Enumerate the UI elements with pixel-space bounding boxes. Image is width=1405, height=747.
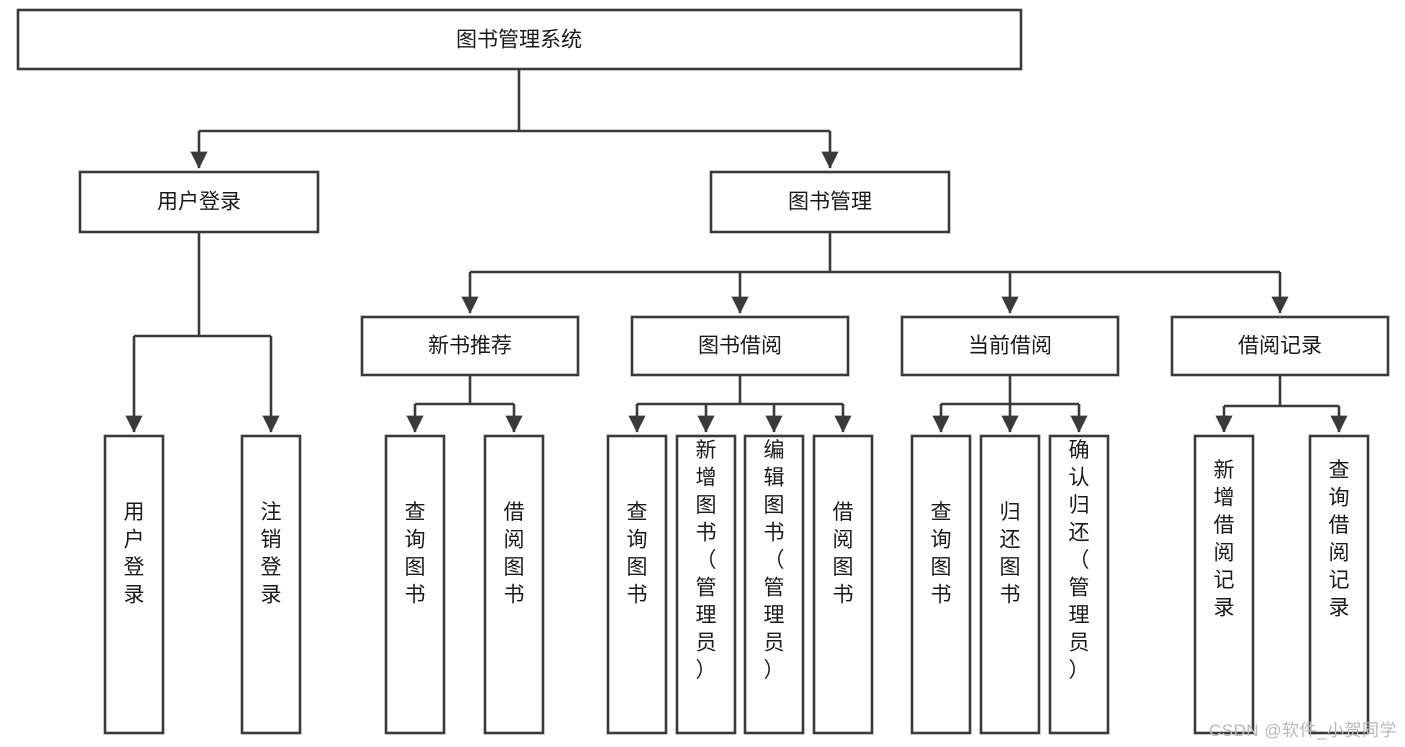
leaf-current-confirm-return[interactable]: 确认归还（管理员） bbox=[1048, 434, 1110, 735]
node-new-book-recommend[interactable]: 新书推荐 bbox=[360, 315, 580, 377]
leaf-current-query[interactable]: 查询图书 bbox=[910, 434, 972, 735]
leaf-borrow-query-label: 查询图书 bbox=[627, 501, 648, 607]
node-book-management[interactable]: 图书管理 bbox=[709, 170, 951, 234]
leaf-new-book-query[interactable]: 查询图书 bbox=[384, 434, 446, 735]
node-user-login-label: 用户登录 bbox=[157, 191, 241, 214]
node-new-book-recommend-label: 新书推荐 bbox=[428, 335, 512, 358]
leaf-borrow-query[interactable]: 查询图书 bbox=[606, 434, 668, 735]
leaf-records-add[interactable]: 新增借阅记录 bbox=[1193, 434, 1255, 735]
leaf-borrow-add-book[interactable]: 新增图书（管理员） bbox=[675, 434, 737, 735]
leaf-user-login-login[interactable]: 用户登录 bbox=[103, 434, 165, 735]
node-borrow-records[interactable]: 借阅记录 bbox=[1170, 315, 1390, 377]
edges-layer bbox=[125, 69, 1348, 433]
leaf-user-login-login-label: 用户登录 bbox=[124, 501, 145, 607]
node-book-borrow[interactable]: 图书借阅 bbox=[630, 315, 850, 377]
leaf-borrow-borrow-book[interactable]: 借阅图书 bbox=[812, 434, 874, 735]
node-root-system-label: 图书管理系统 bbox=[456, 29, 582, 52]
leaf-records-add-label: 新增借阅记录 bbox=[1214, 459, 1235, 620]
leaf-borrow-edit-book[interactable]: 编辑图书（管理员） bbox=[743, 434, 805, 735]
leaf-current-return-label: 归还图书 bbox=[1000, 501, 1021, 607]
node-current-borrow[interactable]: 当前借阅 bbox=[900, 315, 1120, 377]
leaf-new-book-borrow[interactable]: 借阅图书 bbox=[483, 434, 545, 735]
leaf-records-query-label: 查询借阅记录 bbox=[1329, 459, 1350, 620]
leaf-new-book-borrow-label: 借阅图书 bbox=[504, 501, 525, 607]
leaf-borrow-add-book-label: 新增图书（管理员） bbox=[696, 439, 717, 682]
node-book-borrow-label: 图书借阅 bbox=[698, 335, 782, 358]
leaf-records-query[interactable]: 查询借阅记录 bbox=[1308, 434, 1370, 735]
leaf-borrow-edit-book-label: 编辑图书（管理员） bbox=[764, 439, 785, 682]
node-borrow-records-label: 借阅记录 bbox=[1238, 335, 1322, 358]
leaf-borrow-borrow-book-label: 借阅图书 bbox=[833, 501, 854, 607]
leaf-user-login-logout[interactable]: 注销登录 bbox=[240, 434, 302, 735]
node-root-system[interactable]: 图书管理系统 bbox=[16, 8, 1023, 71]
csdn-watermark: CSDN @软件_小贺同学 bbox=[1208, 721, 1397, 740]
leaf-current-query-label: 查询图书 bbox=[931, 501, 952, 607]
leaf-new-book-query-label: 查询图书 bbox=[405, 501, 426, 607]
node-user-login[interactable]: 用户登录 bbox=[78, 170, 320, 234]
node-current-borrow-label: 当前借阅 bbox=[968, 335, 1052, 358]
node-book-management-label: 图书管理 bbox=[788, 191, 872, 214]
leaf-current-confirm-return-label: 确认归还（管理员） bbox=[1069, 439, 1090, 682]
leaf-current-return[interactable]: 归还图书 bbox=[979, 434, 1041, 735]
leaf-user-login-logout-label: 注销登录 bbox=[261, 501, 282, 607]
